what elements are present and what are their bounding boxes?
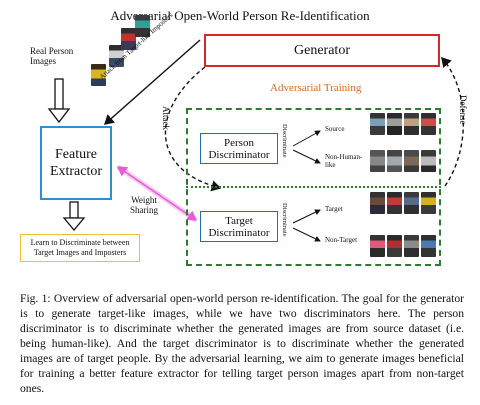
weight-sharing-arrow: [116, 166, 198, 221]
feature-extractor-box: Feature Extractor: [40, 126, 112, 200]
sample-photo: [370, 113, 385, 135]
sample-photo: [370, 235, 385, 257]
target-discriminator-label: Target Discriminator: [208, 214, 270, 239]
sample-photo: [404, 235, 419, 257]
sample-photo: [421, 192, 436, 214]
person-photo: [135, 15, 150, 37]
figure-title: Adversarial Open-World Person Re-Identif…: [110, 8, 370, 23]
diagram-arrows: [47, 39, 465, 242]
discriminate-label: Discriminate: [281, 203, 288, 237]
sample-photo: [404, 113, 419, 135]
person-photo: [109, 45, 124, 67]
person-discriminator-box: Person Discriminator: [200, 133, 278, 164]
weight-sharing-label: Weight Sharing: [130, 195, 158, 215]
source-label: Source: [325, 125, 345, 133]
figure-caption: Fig. 1: Overview of adversarial open-wor…: [20, 292, 464, 395]
sample-photo: [387, 235, 402, 257]
target-discriminator-box: Target Discriminator: [200, 211, 278, 242]
generator-label: Generator: [294, 42, 350, 58]
discriminate-label: Discriminate: [281, 124, 288, 158]
defense-label: Defense: [458, 95, 468, 125]
real-person-images-label: Real Person Images: [30, 46, 74, 66]
sample-photo: [387, 113, 402, 135]
learn-label: Learn to Discriminate between Target Ima…: [30, 238, 130, 257]
learn-arrow: [62, 201, 86, 232]
sample-photo: [370, 150, 385, 172]
sample-photo: [404, 150, 419, 172]
person-photo: [121, 28, 136, 50]
sample-photo: [404, 192, 419, 214]
person-discriminator-label: Person Discriminator: [208, 136, 270, 161]
target-label: Target: [325, 205, 343, 213]
sample-photo: [370, 192, 385, 214]
imposter-attack-arrow: [103, 39, 201, 125]
adversarial-training-label: Adversarial Training: [270, 82, 362, 94]
sample-photo: [421, 150, 436, 172]
attack-label: Attack: [161, 106, 171, 130]
learn-box: Learn to Discriminate between Target Ima…: [20, 234, 140, 262]
real-images-arrow: [47, 78, 71, 124]
sample-photo: [387, 150, 402, 172]
sample-photo: [387, 192, 402, 214]
non-target-label: Non-Target: [325, 236, 358, 244]
non-human-like-label: Non-Human-like: [325, 153, 363, 169]
attack-arrow: [164, 66, 222, 192]
group-divider: [186, 186, 441, 188]
sample-photo: [421, 113, 436, 135]
defense-arrow: [441, 56, 465, 187]
generator-box: Generator: [204, 34, 440, 67]
feature-extractor-label: Feature Extractor: [49, 147, 103, 179]
sample-photo: [421, 235, 436, 257]
person-photo: [91, 64, 106, 86]
